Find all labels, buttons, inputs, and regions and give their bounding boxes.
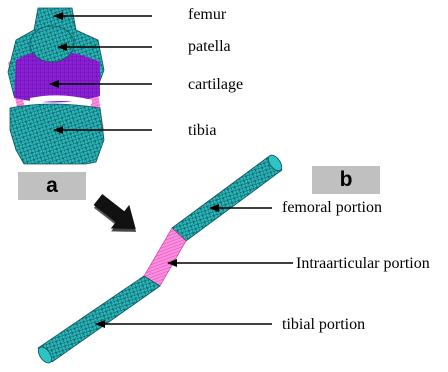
label-patella: patella [188, 38, 231, 56]
label-cartilage: cartilage [188, 76, 243, 94]
femoral-portion-shape [172, 157, 282, 241]
knee-model [8, 8, 104, 164]
panel-b-label: b [312, 166, 380, 194]
label-femoral-portion: femoral portion [282, 199, 382, 217]
label-tibial-portion: tibial portion [282, 316, 365, 334]
label-intraarticular-portion: Intraarticular portion [296, 255, 430, 273]
panel-a-label: a [18, 172, 86, 200]
intraarticular-portion-shape [144, 228, 186, 286]
label-femur: femur [188, 6, 226, 24]
tibia-shape [10, 104, 104, 164]
tibial-portion-shape [38, 276, 160, 362]
patella-shape [30, 26, 74, 62]
transition-arrow [87, 188, 146, 244]
label-tibia: tibia [188, 122, 216, 140]
